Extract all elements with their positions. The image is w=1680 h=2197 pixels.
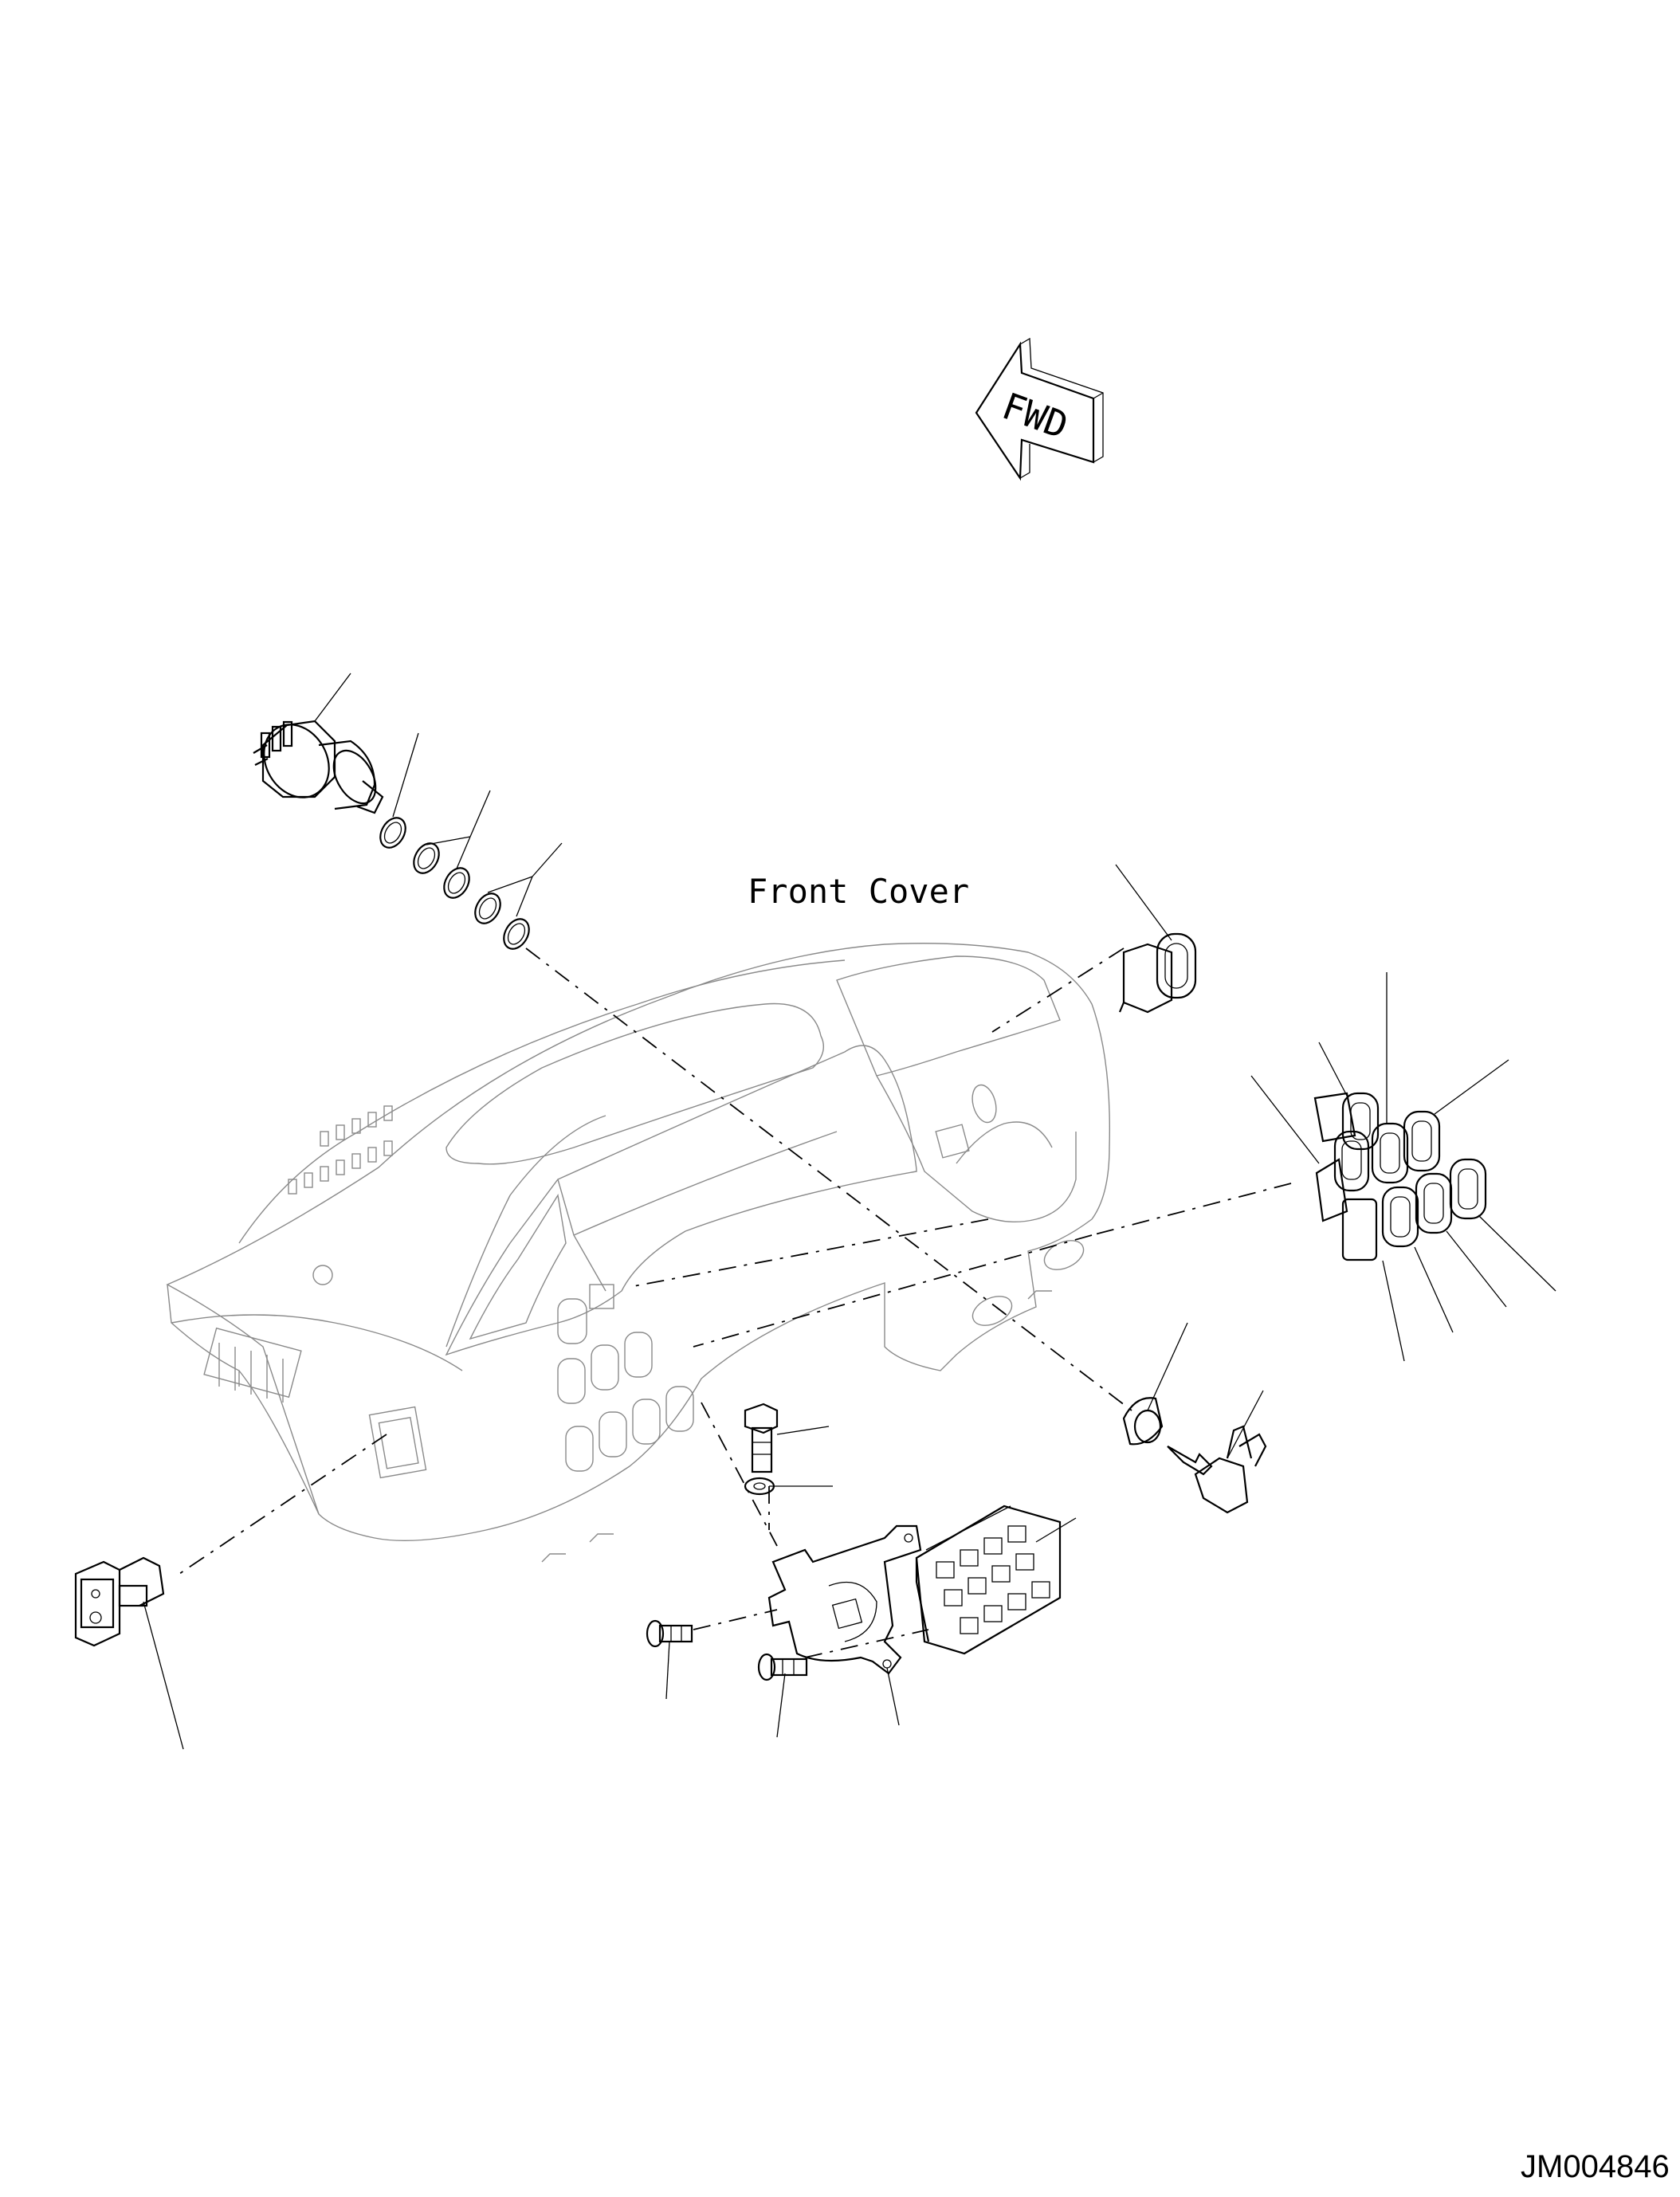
assembly-lines xyxy=(179,947,1292,1658)
reference-code: JM004846 xyxy=(1521,2149,1670,2184)
key-switch xyxy=(253,720,384,814)
switch-cutouts xyxy=(312,1240,1085,1479)
bolt xyxy=(744,1403,779,1473)
rocker-switch-top xyxy=(1118,932,1197,1014)
front-cover-label: Front Cover xyxy=(748,872,969,911)
key-cap xyxy=(1122,1397,1164,1446)
flange-bolt-right xyxy=(757,1653,808,1681)
fwd-arrow-icon: FWD xyxy=(975,337,1104,481)
controller-unit xyxy=(915,1505,1062,1655)
indicator-slots xyxy=(288,1105,393,1195)
side-switch xyxy=(74,1556,165,1647)
switch-cluster xyxy=(1313,1092,1487,1261)
o-rings xyxy=(379,817,530,950)
louver-grille xyxy=(203,1327,302,1403)
flange-bolt-left xyxy=(646,1619,693,1648)
leader-lines xyxy=(143,673,1556,1750)
key-icon xyxy=(1167,1425,1267,1514)
front-cover-body xyxy=(166,943,1110,1563)
bracket xyxy=(767,1524,922,1675)
fwd-label: FWD xyxy=(997,384,1074,447)
